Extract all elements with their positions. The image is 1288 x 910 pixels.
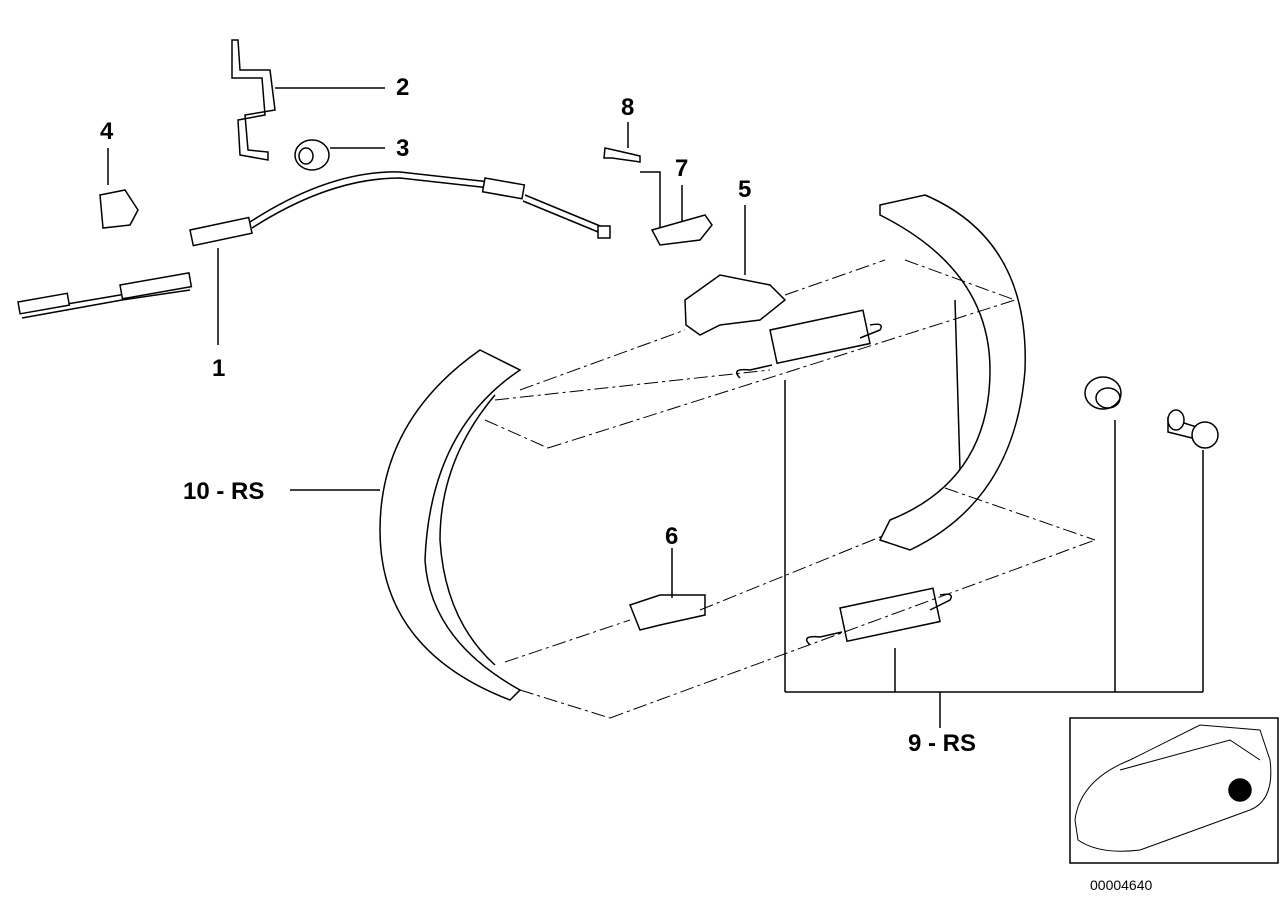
adjuster — [629, 594, 706, 631]
guide-plate — [650, 214, 713, 246]
callout-1: 1 — [212, 355, 226, 382]
callout-6: 6 — [665, 523, 679, 550]
lower-spring — [805, 587, 952, 646]
bolt — [603, 147, 641, 163]
callout-2: 2 — [396, 74, 410, 101]
retaining-pin — [1167, 409, 1219, 449]
callout-9-rs: 9 - RS — [908, 730, 977, 757]
image-code: 00004640 — [1090, 877, 1153, 893]
expander-lever — [684, 274, 787, 336]
brake-shoe-left — [379, 349, 522, 701]
handbrake-cable — [17, 171, 611, 319]
callout-4: 4 — [100, 118, 114, 145]
upper-spring — [735, 309, 882, 379]
clip-bracket — [231, 39, 276, 161]
spring-cup — [1084, 376, 1122, 410]
callout-10-rs: 10 - RS — [183, 478, 265, 505]
brake-shoe-right — [878, 194, 1026, 551]
car-locator-inset — [1069, 717, 1279, 864]
callout-5: 5 — [738, 176, 752, 203]
callout-3: 3 — [396, 135, 410, 162]
cable-clip — [99, 189, 139, 229]
callout-7: 7 — [675, 155, 689, 182]
callout-8: 8 — [621, 94, 635, 121]
assembly-lines — [484, 259, 1096, 719]
grommet — [294, 139, 330, 171]
